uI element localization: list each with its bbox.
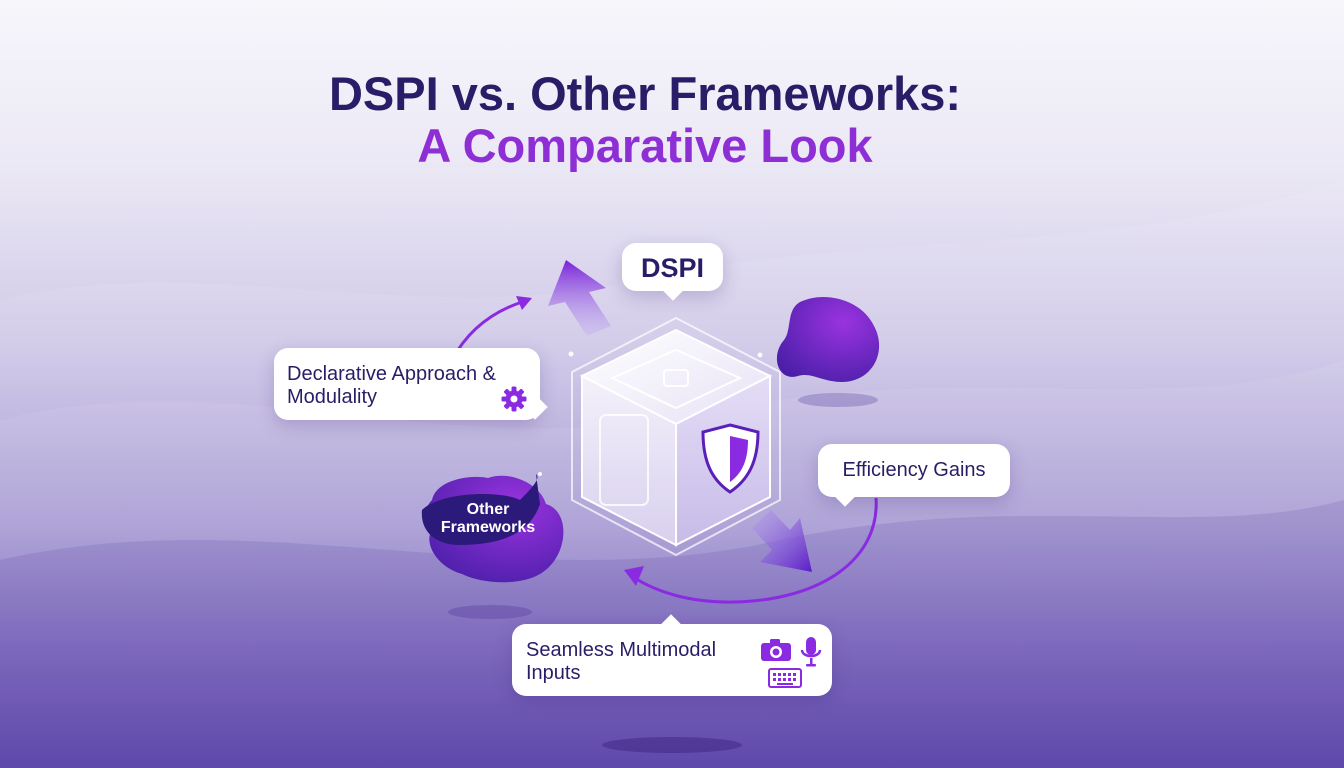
microphone-icon <box>800 637 822 667</box>
up-arrow-icon <box>548 260 611 336</box>
page-title-line1: DSPI vs. Other Frameworks: <box>328 67 962 120</box>
gear-icon <box>501 386 527 412</box>
efficiency-callout: Efficiency Gains <box>818 444 1010 507</box>
shield-icon <box>701 423 760 494</box>
other-frameworks-label: Other Frameworks <box>440 501 536 536</box>
seamless-callout: Seamless Multimodal Inputs <box>512 614 832 696</box>
dspi-label: DSPI <box>622 243 723 301</box>
abstract-blob <box>776 296 880 382</box>
keyboard-icon <box>768 668 802 688</box>
seamless-text: Seamless Multimodal Inputs <box>526 639 717 684</box>
camera-icon <box>761 639 791 661</box>
hexagon-frame <box>571 316 781 557</box>
arrowhead-icon <box>516 296 532 310</box>
page-title-line2: A Comparative Look <box>417 119 873 172</box>
efficiency-text: Efficiency Gains <box>842 459 986 481</box>
declarative-callout: Declarative Approach & Modulality <box>274 348 548 420</box>
flow-arrow-arc-right <box>629 497 878 604</box>
down-arrow-icon <box>752 510 812 572</box>
declarative-text: Declarative Approach & Modulality <box>287 363 497 408</box>
arrowhead-icon <box>624 566 644 586</box>
